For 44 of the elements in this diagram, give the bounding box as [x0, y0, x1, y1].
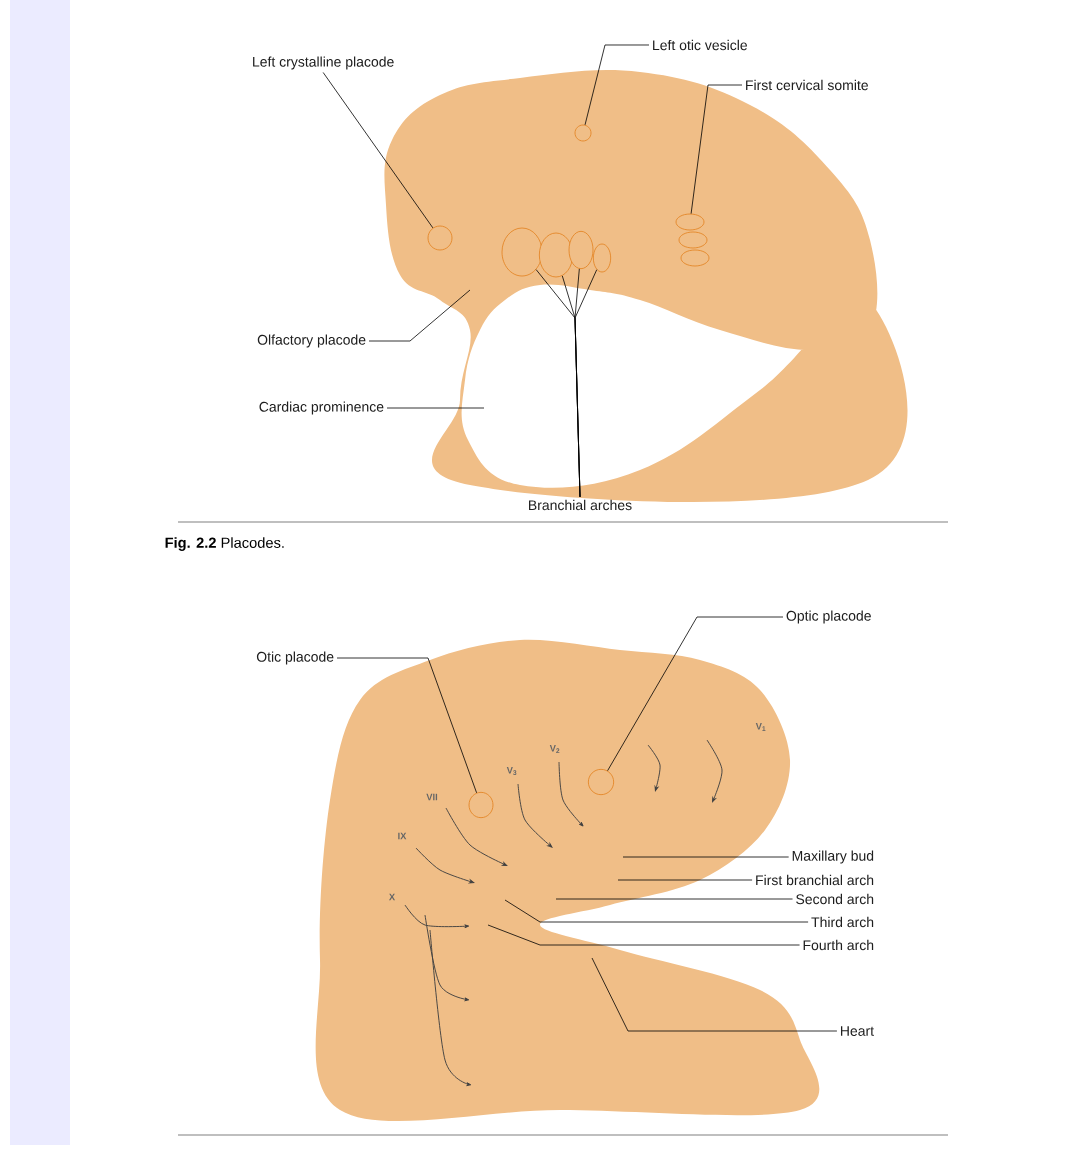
callout-label: Fourth arch [803, 939, 874, 951]
callout-label: Left crystalline placode [253, 56, 394, 70]
callout-label: Otic placode [256, 651, 334, 665]
arch-bulge [501, 227, 543, 277]
callout-label: Branchial arches [529, 499, 632, 511]
nerve-label: X [389, 893, 396, 901]
callout-label: Heart [841, 1026, 874, 1036]
callout-label: Cardiac prominence [259, 401, 384, 415]
callout-label: Third arch [811, 916, 874, 928]
leader-line [336, 657, 477, 794]
leader-line [504, 899, 809, 923]
nerve-label: V$_{3}$ [506, 767, 517, 775]
leader-line [591, 957, 838, 1032]
leader-line [617, 879, 753, 881]
placode [468, 791, 494, 819]
placode [427, 225, 453, 251]
leader-line [584, 44, 650, 126]
leader-line [690, 84, 743, 215]
figure-caption: Fig. 2.2 Placodes. [165, 537, 284, 551]
leader-line [574, 269, 598, 498]
callout-label: Maxillary bud [792, 850, 874, 864]
callout-label: Optic placode [786, 610, 871, 624]
leader-line [386, 407, 485, 409]
leader-line [368, 289, 471, 342]
callout-label: Left otic vesicle [653, 39, 747, 51]
nerve-label: V$_{1}$ [755, 723, 766, 731]
arch-bulge [592, 243, 612, 273]
callout-label: Olfactory placode [257, 334, 366, 348]
arch-bulge [538, 232, 574, 278]
callout-label: Second arch [796, 893, 874, 905]
leader-line [607, 616, 784, 772]
leader-line [555, 898, 793, 900]
placode [587, 768, 615, 796]
somite [675, 213, 705, 231]
leader-line [322, 72, 434, 229]
arch-bulge [568, 230, 594, 270]
nerve-label: V$_{2}$ [549, 745, 560, 753]
nerve-label: IX [398, 832, 407, 840]
placode [574, 124, 592, 142]
nerve-label: VII [426, 793, 438, 801]
callout-label: First branchial arch [756, 874, 874, 886]
leader-line [622, 856, 790, 858]
callout-label: First cervical somite [746, 79, 868, 91]
leader-line [487, 924, 800, 946]
